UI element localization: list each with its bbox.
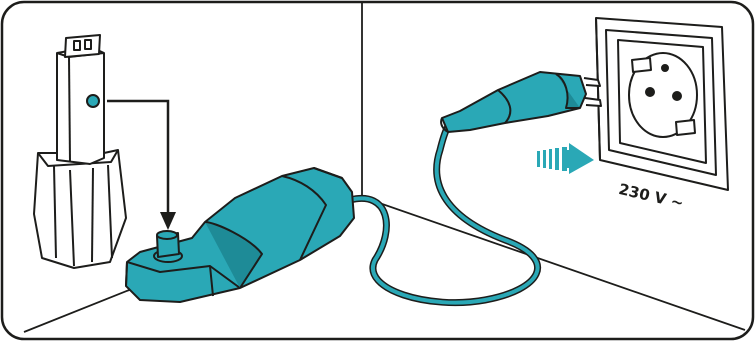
handle-unit — [33, 34, 127, 269]
arrow-down-icon — [107, 99, 176, 230]
power-plug — [440, 71, 602, 133]
arrow-right-icon — [537, 143, 594, 174]
wall-socket — [595, 17, 729, 191]
charging-stand — [125, 167, 355, 303]
charging-cable-inner — [348, 118, 540, 305]
